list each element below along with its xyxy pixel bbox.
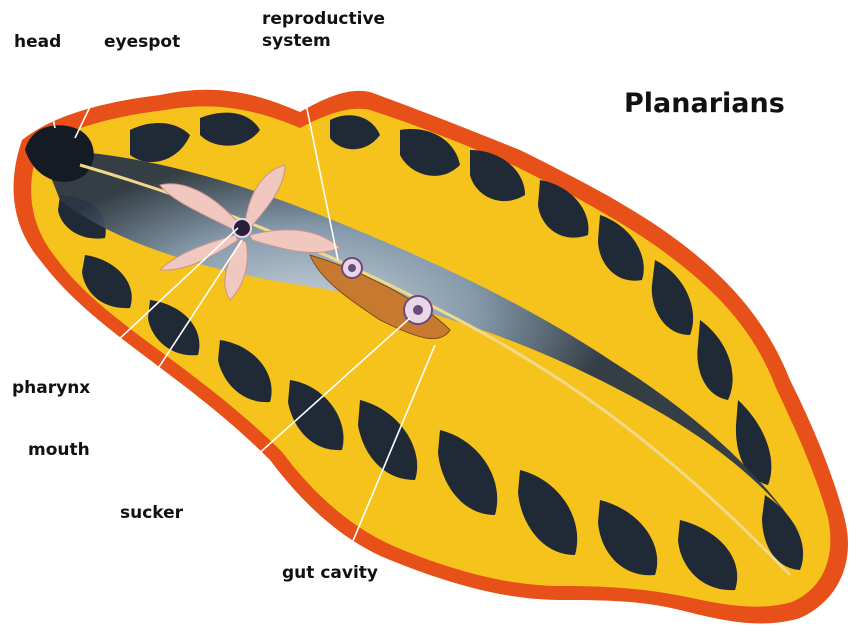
mouth-opening <box>233 219 251 237</box>
label-eyespot: eyespot <box>104 32 180 52</box>
label-head: head <box>14 32 61 52</box>
label-pharynx: pharynx <box>12 378 90 398</box>
diagram-title: Planarians <box>624 88 785 119</box>
label-reproductive-system: reproductive system <box>262 8 385 52</box>
label-mouth: mouth <box>28 440 90 460</box>
label-sucker: sucker <box>120 503 183 523</box>
label-gut-cavity: gut cavity <box>282 563 378 583</box>
